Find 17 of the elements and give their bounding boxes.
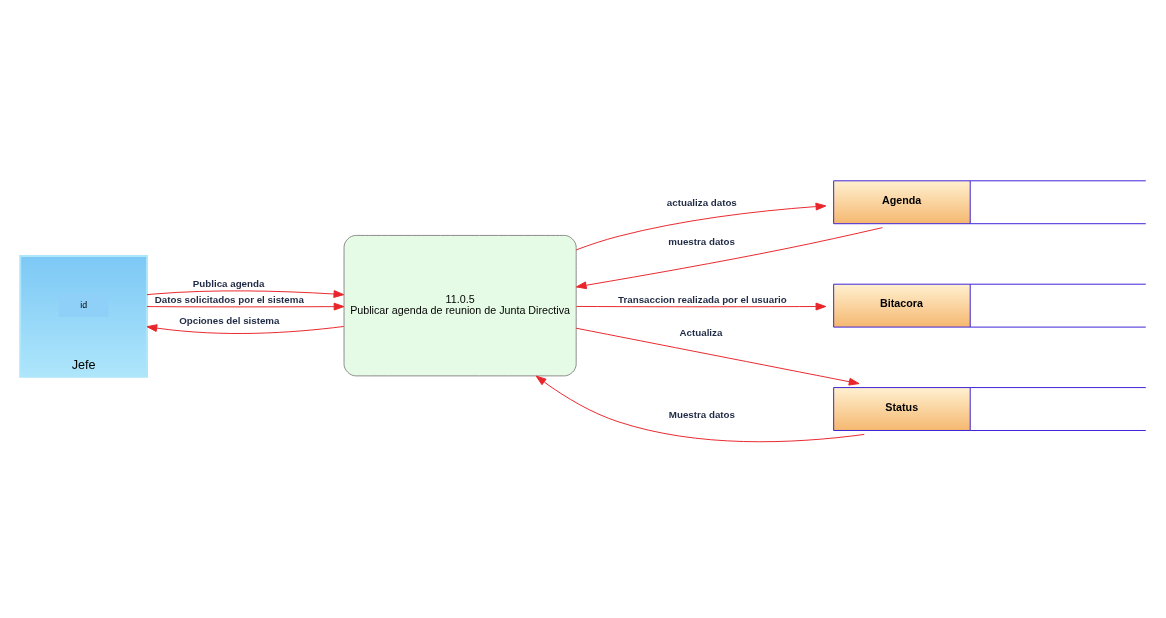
edge-label: Transaccion realizada por el usuario [618,293,787,305]
arrow [146,323,345,334]
edge-label: Publica agenda [192,277,265,289]
arrow [575,226,883,289]
edge-label: Muestra datos [668,408,735,420]
node-box: 11.0.5 Publicar agenda de reunion de Junta Directiva [343,234,577,376]
edge-label: Actualiza [679,326,723,338]
arrow [146,289,345,298]
arrow [575,202,827,250]
arrow [146,302,345,310]
edge-label: actualiza datos [666,196,737,208]
edge-label: Datos solicitados por el sistema [154,293,304,305]
edge-label: muestra datos [668,235,735,247]
arrow [575,327,860,386]
arrow [575,302,827,310]
arrow [535,375,865,442]
edge-label: Opciones del sistema [179,314,280,326]
